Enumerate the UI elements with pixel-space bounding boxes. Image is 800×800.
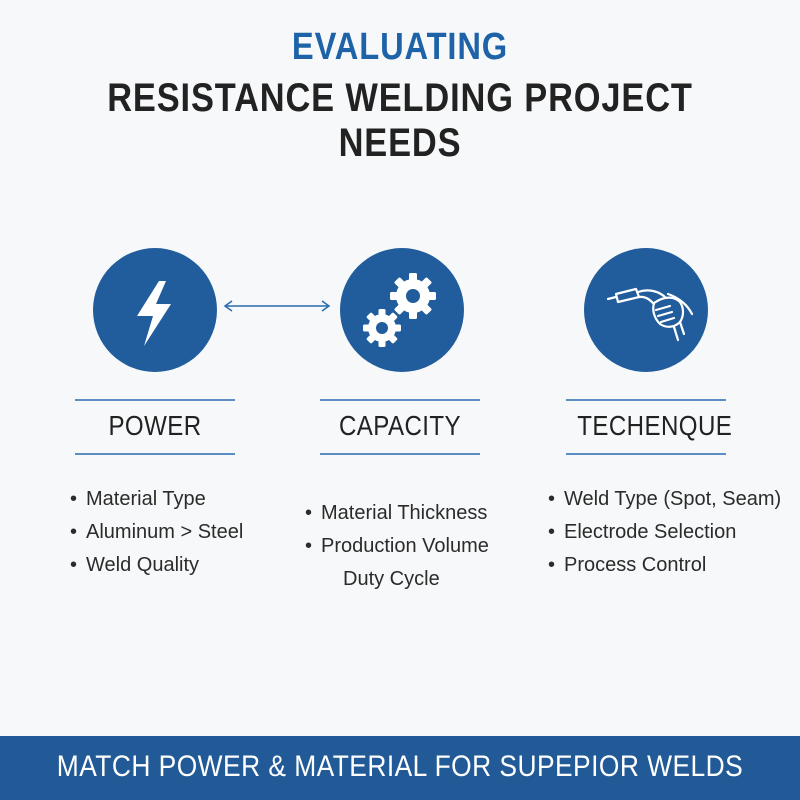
list-item: •Material Type [70,488,206,510]
list-item: •Electrode Selection [548,521,737,543]
list-item: •Aluminum > Steel [70,521,244,543]
page-title: RESISTANCE WELDING PROJECT NEEDS [107,76,693,165]
divider-top-capacity [320,399,480,401]
list-item: •Weld Type (Spot, Seam) [548,488,782,510]
divider-bottom-technique [566,453,726,455]
title-eyebrow: EVALUATING [291,26,509,68]
list-item: •Process Control [548,554,707,576]
capacity-circle [340,248,464,372]
footer-banner: MATCH POWER & MATERIAL FOR SUPEPIOR WELD… [0,736,800,800]
technique-circle [584,248,708,372]
heading-power: POWER [108,410,202,441]
divider-top-power [75,399,235,401]
divider-top-technique [566,399,726,401]
heading-capacity: CAPACITY [338,410,462,441]
technique-bullet-list: •Weld Type (Spot, Seam) •Electrode Selec… [548,483,781,582]
list-item-continuation: Duty Cycle [343,568,440,590]
footer-text: MATCH POWER & MATERIAL FOR SUPEPIOR WELD… [56,750,744,783]
gears-icon [363,273,436,347]
welding-torch-hand-icon [606,287,694,342]
power-circle [93,248,217,372]
double-arrow-connector [223,300,331,312]
divider-bottom-power [75,453,235,455]
capacity-bullet-list: •Material Thickness •Production Volume D… [305,497,489,596]
divider-bottom-capacity [320,453,480,455]
list-item: •Material Thickness [305,502,488,524]
heading-technique: TECHENQUE [577,410,733,441]
power-bullet-list: •Material Type •Aluminum > Steel •Weld Q… [70,483,243,582]
lightning-bolt-icon [137,281,171,346]
list-item: •Weld Quality [70,554,200,576]
list-item: •Production Volume [305,535,489,557]
